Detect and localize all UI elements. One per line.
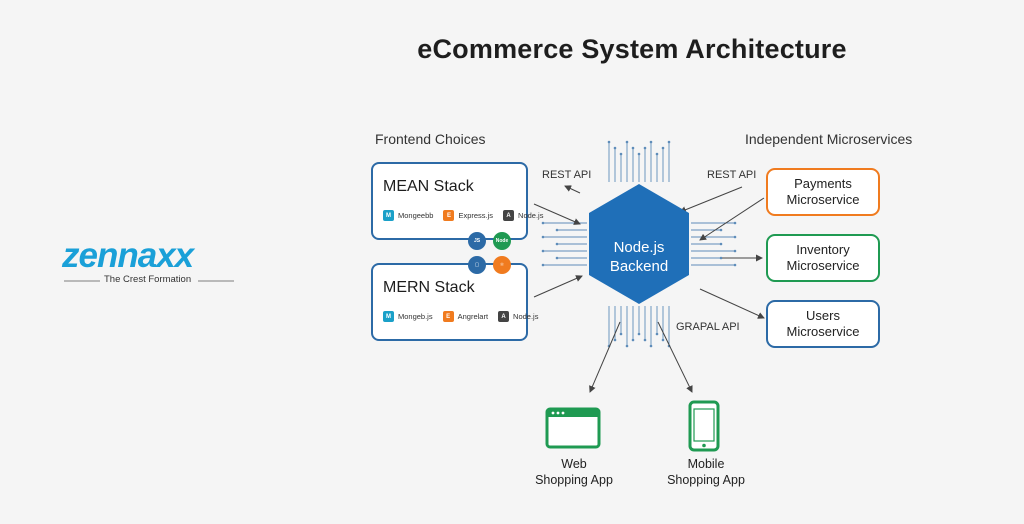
trace-node [667,140,671,144]
trace-node [661,146,665,150]
trace-node [541,221,545,225]
trace-node [555,228,559,232]
trace-node [719,256,723,260]
stack-name: MEAN Stack [383,178,474,195]
trace-node [613,146,617,150]
trace-node [541,263,545,267]
express-icon: E [443,210,455,221]
trace-node [733,249,737,253]
angular-icon: A [503,210,515,221]
flow-arrow [699,288,765,319]
express-icon: E [442,311,454,322]
trace-node [541,249,545,253]
mongodb-icon: M [383,311,394,322]
connector-js-icon: JS [468,232,486,250]
tech-label: Mongeb.js [398,312,433,321]
brand-logo: zennaxx [62,236,194,275]
tech-label: Angrelart [457,312,489,321]
trace-node [619,332,623,336]
graphql-api-label: GRAPAL API [676,321,740,333]
mongodb-icon: M [383,210,394,221]
connector-react-icon: ⚛ [493,256,511,274]
trace-node [625,344,629,348]
flow-arrow [533,275,583,298]
angular-icon: A [498,311,510,322]
connector-node-icon: Node [493,232,511,250]
stack-name: MERN Stack [383,279,475,296]
page-title: eCommerce System Architecture [417,34,847,64]
flow-arrow [679,186,743,214]
trace-node [619,152,623,156]
flow-arrow [564,185,581,194]
trace-node [733,221,737,225]
circuit-traces [541,140,737,348]
trace-node [637,152,641,156]
brand-tagline: The Crest Formation [104,274,192,285]
trace-node [661,338,665,342]
flow-arrow [657,321,693,393]
arrow-connectors [533,185,765,393]
trace-node [719,242,723,246]
trace-node [637,332,641,336]
inventory-microservice[interactable]: Inventory Microservice [766,234,880,282]
connector-square-icon: ▢ [468,256,486,274]
trace-node [631,146,635,150]
browser-window-icon [545,407,601,449]
trace-node [541,235,545,239]
trace-node [649,140,653,144]
nodejs-backend-hexagon [589,184,689,304]
tech-item-mongodb: M Mongeebb [383,210,433,221]
trace-node [555,256,559,260]
trace-node [733,235,737,239]
trace-node [607,140,611,144]
microservices-heading: Independent Microservices [745,131,913,147]
trace-node [655,332,659,336]
flow-arrow [533,203,581,225]
trace-node [613,338,617,342]
frontend-heading: Frontend Choices [375,131,486,147]
trace-node [631,338,635,342]
mobile-phone-icon [688,400,720,452]
tech-label: Express.js [458,211,494,220]
tech-label: Node.js [518,211,544,220]
flow-arrow [589,321,621,393]
users-microservice[interactable]: Users Microservice [766,300,880,348]
trace-node [719,228,723,232]
rest-api-left-label: REST API [542,169,592,181]
trace-node [555,242,559,246]
trace-node [643,146,647,150]
trace-node [643,338,647,342]
tech-label: Node.js [513,312,539,321]
rest-api-right-label: REST API [707,169,757,181]
trace-node [733,263,737,267]
payments-microservice[interactable]: Payments Microservice [766,168,880,216]
trace-node [655,152,659,156]
trace-node [649,344,653,348]
flow-arrow [699,197,765,241]
mobile-app-label: Mobile Shopping App [667,457,745,487]
backend-label: Node.js Backend [609,239,669,275]
tech-item-mongodb: M Mongeb.js [383,311,433,322]
trace-node [625,140,629,144]
tech-label: Mongeebb [398,211,434,220]
web-app-label: Web Shopping App [535,457,613,487]
logo-rule [64,280,234,282]
